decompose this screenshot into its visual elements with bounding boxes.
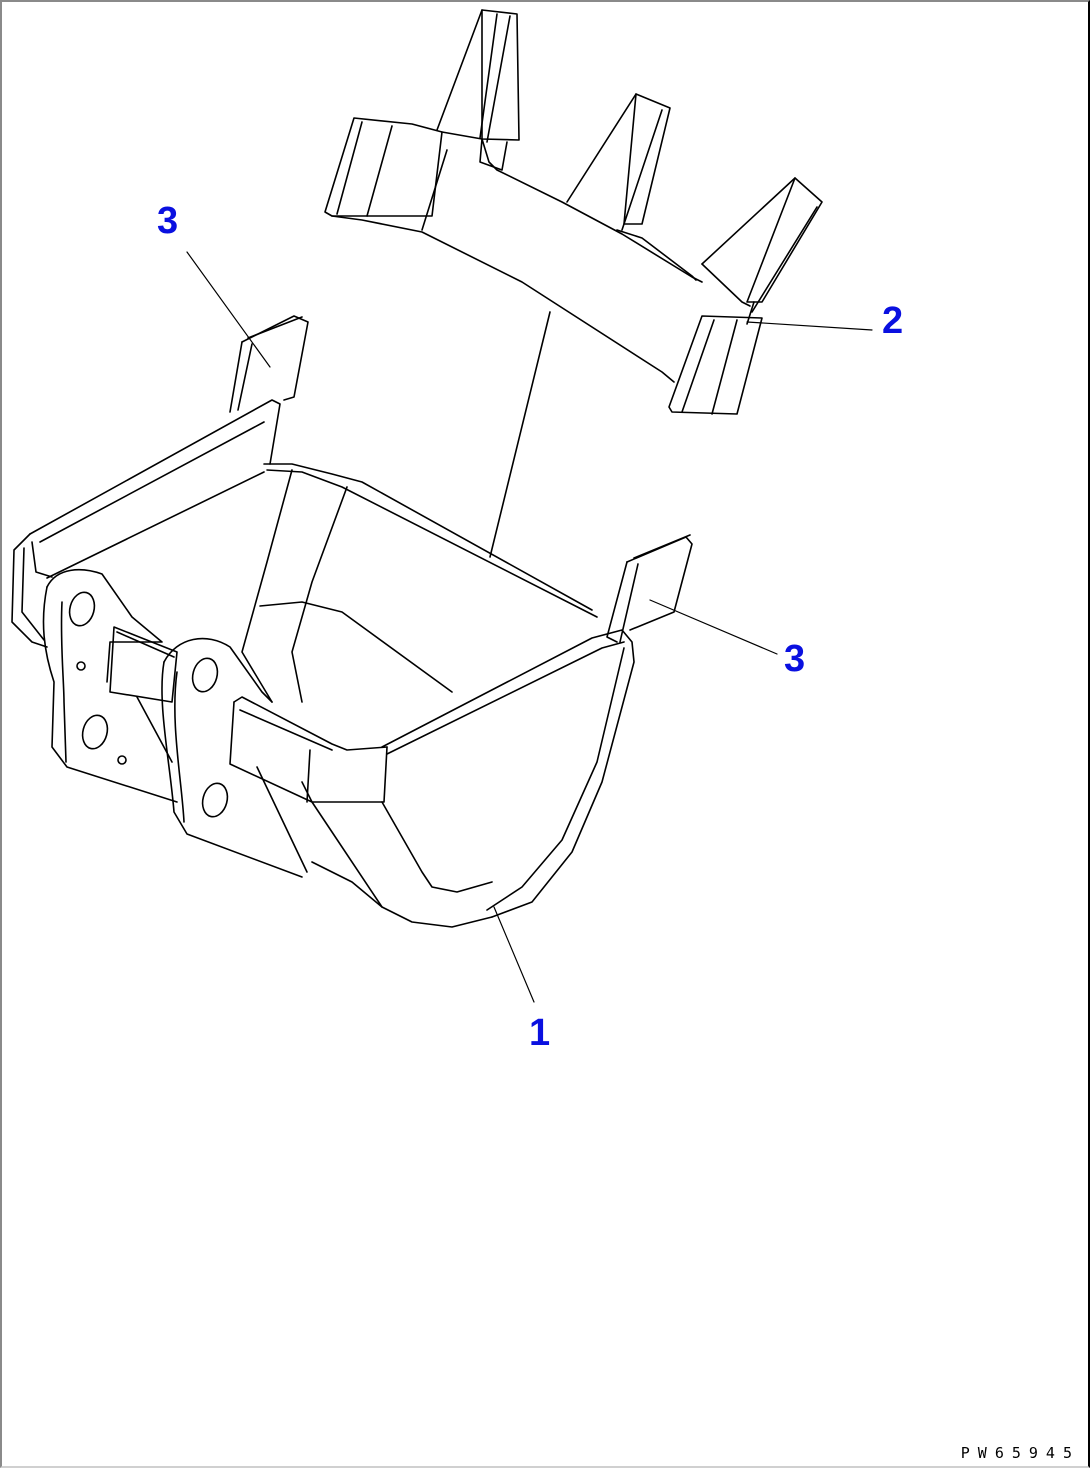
drawing-code: PW65945 bbox=[960, 1444, 1080, 1462]
callout-2: 2 bbox=[882, 300, 904, 342]
callout-1: 1 bbox=[529, 1012, 551, 1054]
callout-3-left: 3 bbox=[157, 200, 179, 242]
leader-3-right bbox=[649, 599, 778, 655]
leader-2 bbox=[746, 321, 873, 331]
tooth-edge-part bbox=[324, 9, 823, 558]
side-cutter-right-part bbox=[606, 534, 693, 643]
leader-3-left bbox=[186, 251, 271, 368]
callout-3-right: 3 bbox=[784, 638, 806, 680]
bucket-part bbox=[11, 399, 635, 928]
leader-lines bbox=[186, 251, 873, 1003]
leader-1 bbox=[493, 906, 535, 1003]
side-cutter-left-part bbox=[229, 315, 309, 413]
